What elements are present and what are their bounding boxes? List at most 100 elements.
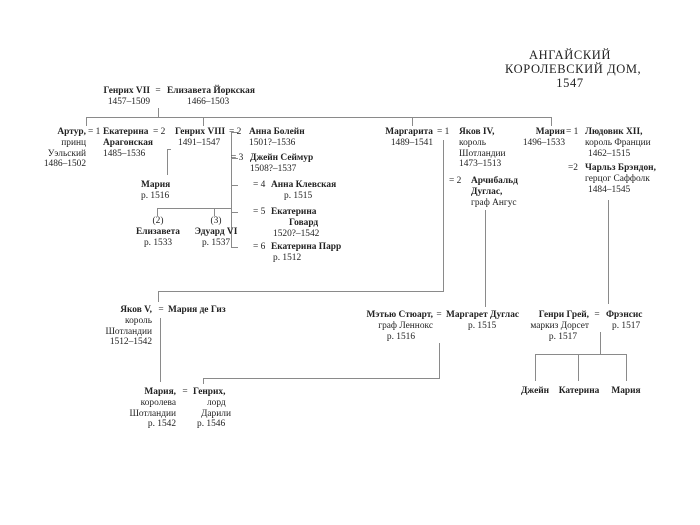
marriage-sign: = — [436, 310, 442, 320]
line-henry7-down — [158, 108, 159, 117]
person-dates: р. 1512 — [273, 252, 302, 263]
person-dates: р. 1515 — [468, 320, 497, 331]
person-name-line2: Дуглас, — [471, 186, 503, 197]
person-title: Шотландии — [105, 326, 152, 337]
person-edward6: (3) Эдуард VI р. 1537 — [190, 216, 242, 248]
line-stuart-down — [439, 343, 440, 378]
person-name: Генрих VII — [103, 86, 150, 96]
line-to-elizabeth — [157, 208, 158, 216]
line-henry8-wives — [231, 132, 232, 248]
person-darnley: Генрих, лорд Дарили р. 1546 — [193, 387, 253, 430]
person-name: Мария, — [144, 387, 176, 397]
line-archibald-down — [485, 210, 486, 307]
person-name: Екатерина — [103, 127, 149, 137]
line-to-james5 — [158, 291, 159, 302]
marriage-sign: = 2 — [449, 176, 462, 186]
person-louis12: Людовик XII, король Франции 1462–1515 — [585, 127, 670, 159]
marriage-sign: = — [594, 310, 600, 320]
person-jane-grey: Джейн — [510, 386, 560, 397]
line-james5-down — [160, 318, 161, 382]
person-dates: р. 1533 — [143, 237, 173, 248]
person-name: Маргарита — [385, 127, 433, 137]
person-title: герцог Саффолк — [585, 173, 650, 184]
line-to-arthur — [86, 117, 87, 126]
person-name: Анна Клевская — [271, 180, 337, 190]
person-name: Генрих VIII — [175, 127, 226, 137]
marriage-sign: = 6 — [253, 242, 266, 252]
line-gen2-bar — [86, 117, 551, 118]
person-katherine-grey: Катерина — [553, 386, 605, 397]
person-mary-scots: Мария, королева Шотландии р. 1542 — [120, 387, 176, 430]
person-name: Мэтью Стюарт, — [366, 310, 433, 320]
person-catherine-parr: Екатерина Парр р. 1512 — [271, 242, 351, 264]
person-dates: 1489–1541 — [390, 137, 433, 148]
person-james5: Яков V, король Шотландии 1512–1542 — [95, 305, 152, 348]
person-name: Катерина — [558, 386, 600, 396]
person-title: Шотландии — [129, 408, 176, 419]
person-dates: 1466–1503 — [187, 96, 230, 107]
person-name-line2: Арагонская — [103, 137, 153, 148]
line-to-mary-grey — [626, 354, 627, 381]
person-name: Джейн Сеймур — [250, 153, 314, 163]
marriage-sign: = 2 — [153, 127, 166, 137]
line-to-henry8 — [203, 117, 204, 126]
line-grey-children-bar — [535, 354, 626, 355]
person-dates: 1512–1542 — [109, 337, 152, 348]
person-name: Джейн — [520, 386, 550, 396]
person-dates: р. 1516 — [386, 331, 415, 342]
line-to-mary-sister — [551, 117, 552, 126]
person-elizabeth-york: Елизавета Йоркская 1466–1503 — [167, 86, 262, 108]
person-dates: 1473–1513 — [459, 159, 502, 170]
person-jane-seymour: Джейн Сеймур 1508?–1537 — [250, 153, 330, 175]
person-title: лорд — [207, 397, 226, 408]
person-dates: р. 1516 — [141, 190, 170, 201]
person-archibald: Арчибальд Дуглас, граф Ангус — [471, 176, 531, 208]
marriage-sign: = 2 — [229, 127, 242, 137]
person-dates: р. 1515 — [284, 190, 313, 201]
person-title: король Франции — [585, 137, 651, 148]
person-dates: 1501?–1536 — [249, 137, 296, 148]
diagram-title: АНГАЙСКИЙ КОРОЛЕВСКИЙ ДОМ, 1547 — [505, 48, 641, 90]
person-elizabeth: (2) Елизавета р. 1533 — [130, 216, 186, 248]
person-name: Яков IV, — [459, 127, 495, 137]
person-order: (3) — [210, 216, 222, 226]
person-dates: р. 1517 — [612, 320, 641, 331]
line-to-jane — [535, 354, 536, 381]
person-margaret-douglas: Маргарет Дуглас р. 1515 — [446, 310, 526, 332]
person-catherine-aragon: Екатерина Арагонская 1485–1536 — [103, 127, 165, 159]
line-brandon-down — [608, 200, 609, 304]
person-catherine-howard: Екатерина Говард 1520?–1542 — [271, 207, 341, 239]
person-title: Шотландии — [459, 148, 506, 159]
person-james4: Яков IV, король Шотландии 1473–1513 — [459, 127, 519, 170]
person-title: Уэльский — [47, 148, 86, 159]
person-name: Елизавета Йоркская — [167, 86, 255, 96]
marriage-sign: = 1 — [88, 127, 101, 137]
marriage-sign: = 1 — [437, 127, 450, 137]
person-name: Мария — [535, 127, 565, 137]
marriage-sign: = — [158, 305, 164, 315]
person-anne-boleyn: Анна Болейн 1501?–1536 — [249, 127, 324, 149]
person-title: принц — [61, 137, 86, 148]
line-to-mary-tudor — [167, 149, 168, 175]
person-title: король — [459, 137, 486, 148]
person-dates: 1485–1536 — [103, 148, 146, 159]
person-title: королева — [140, 397, 176, 408]
person-title: граф Леннокс — [378, 320, 433, 331]
person-name: Анна Болейн — [249, 127, 305, 137]
person-dates: 1496–1533 — [522, 137, 565, 148]
person-mary-guise: Мария де Гиз — [168, 305, 248, 316]
person-title: Дарили — [201, 408, 231, 419]
person-dates: 1520?–1542 — [273, 228, 320, 239]
person-dates: 1484–1545 — [588, 184, 631, 195]
person-frances: Фрэнсис р. 1517 — [606, 310, 666, 332]
person-dates: р. 1537 — [201, 237, 231, 248]
person-name: Мария де Гиз — [168, 305, 226, 315]
person-name: Фрэнсис — [606, 310, 643, 320]
person-name: Чарльз Брэндон, — [585, 163, 656, 173]
person-order: (2) — [152, 216, 164, 226]
stub-wife-2 — [231, 132, 238, 133]
person-anne-cleves: Анна Клевская р. 1515 — [271, 180, 351, 202]
person-title: король — [125, 315, 152, 326]
line-to-darnley — [203, 378, 204, 384]
